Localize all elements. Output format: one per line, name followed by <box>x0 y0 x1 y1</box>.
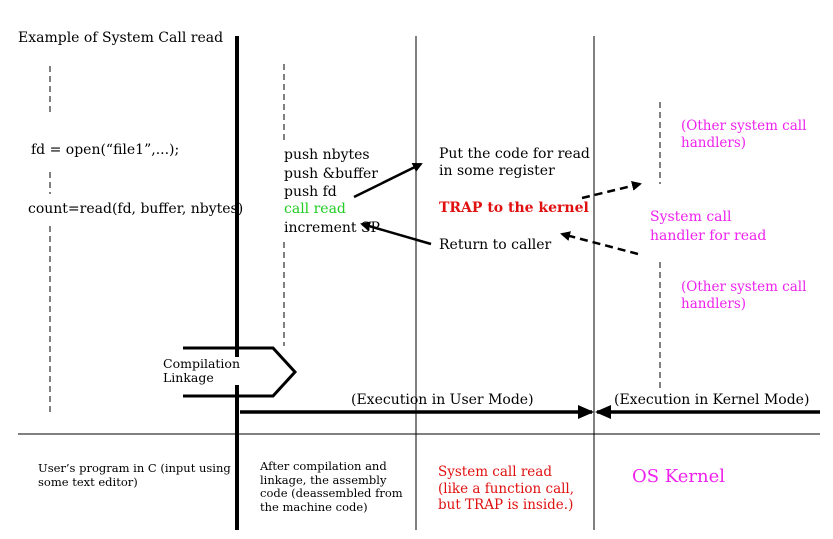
call-read-line: call read <box>284 201 346 217</box>
footer-col3: System call read (like a function call, … <box>438 464 574 514</box>
put-code-text: Put the code for read in some register <box>439 146 590 180</box>
handler-for-read: System call handler for read <box>650 208 766 246</box>
footer-col2-line: linkage, the assembly <box>260 472 387 487</box>
footer-col3-line: System call read <box>438 464 552 480</box>
put-code-line: Put the code for read <box>439 146 590 162</box>
user-mode-label: (Execution in User Mode) <box>351 392 534 408</box>
trap-text: TRAP to the kernel <box>439 200 589 216</box>
put-code-line: in some register <box>439 163 555 179</box>
other-handlers-line: (Other system call <box>681 118 807 134</box>
arrow-return-to-increment <box>360 221 432 246</box>
footer-col1-line: some text editor) <box>38 474 138 489</box>
compilation-label-line: Compilation <box>163 356 240 371</box>
assembly-line: push nbytes <box>284 147 370 163</box>
footer-col3-line: but TRAP is inside.) <box>438 497 574 513</box>
assembly-push-lines: push nbytes push &buffer push fd <box>284 146 378 202</box>
arrow-push-to-put-code <box>353 162 423 199</box>
footer-col2-line: code (deassembled from <box>260 486 403 500</box>
read-call-line: count=read(fd, buffer, nbytes) <box>28 201 244 217</box>
compilation-linkage-label: Compilation Linkage <box>162 357 241 385</box>
assembly-line: push &buffer <box>284 165 378 182</box>
footer-col1: User’s program in C (input using some te… <box>38 461 231 489</box>
kernel-mode-label: (Execution in Kernel Mode) <box>614 392 810 408</box>
open-call-line: fd = open(“file1”,...); <box>31 142 180 158</box>
arrow-handler-back-to-lib <box>560 231 639 256</box>
footer-col2-line: After compilation and <box>260 459 387 473</box>
return-to-caller-text: Return to caller <box>439 237 552 253</box>
other-handlers-line: handlers) <box>681 296 747 312</box>
increment-sp-line: increment SP <box>284 220 380 236</box>
footer-col2-line: the machine code) <box>260 499 368 514</box>
other-handlers-top: (Other system call handlers) <box>681 118 806 152</box>
other-handlers-line: handlers) <box>681 135 747 151</box>
compilation-arrow-shape <box>183 346 298 398</box>
compilation-label-line: Linkage <box>163 370 214 385</box>
other-handlers-bottom: (Other system call handlers) <box>681 279 806 313</box>
os-kernel-label: OS Kernel <box>632 466 726 487</box>
handler-for-read-line: System call <box>650 209 732 225</box>
handler-for-read-line: handler for read <box>650 228 767 244</box>
footer-col2: After compilation and linkage, the assem… <box>260 459 403 514</box>
footer-col3-line: (like a function call, <box>438 480 575 497</box>
arrow-trap-to-other-handlers <box>581 181 642 200</box>
diagram-title: Example of System Call read <box>18 30 224 46</box>
footer-col1-line: User’s program in C (input using <box>38 461 231 475</box>
other-handlers-line: (Other system call <box>681 279 807 295</box>
assembly-line: push fd <box>284 184 337 200</box>
